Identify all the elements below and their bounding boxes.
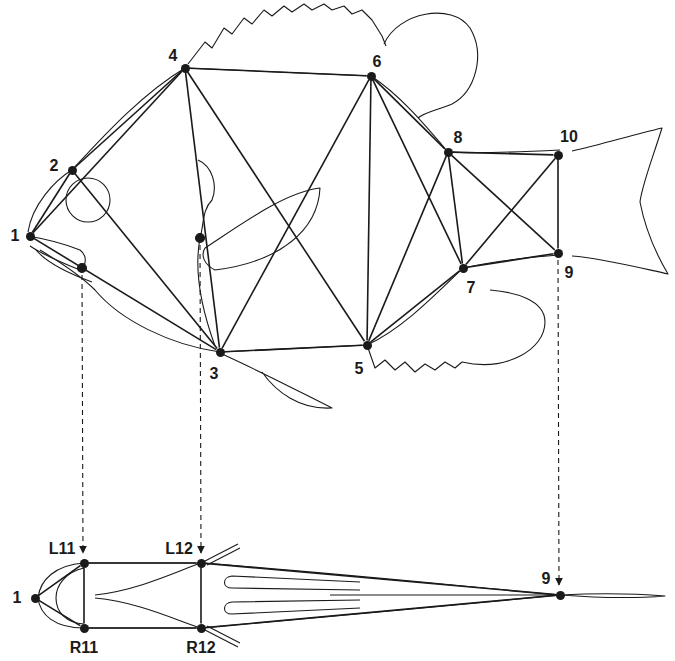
landmark-point: R12 [197, 624, 206, 633]
truss-line [449, 156, 463, 263]
body-outline [40, 250, 558, 352]
truss-line [32, 174, 69, 232]
landmark-number: 10 [559, 129, 579, 145]
truss-line [371, 271, 460, 342]
projection-arrow [558, 260, 559, 585]
landmark-number: L12 [164, 541, 194, 557]
landmark-point: 2 [68, 166, 77, 175]
body-outline [28, 68, 560, 232]
ventral-outline [84, 563, 560, 628]
landmark-point: 6 [367, 72, 376, 81]
landmark-point: 7 [459, 264, 468, 273]
landmark-number: R12 [185, 640, 216, 656]
landmark-number: 1 [10, 228, 21, 244]
truss-line [451, 155, 554, 250]
landmark-number: 9 [564, 265, 575, 281]
landmark-point: R11 [80, 624, 89, 633]
landmark-number: L11 [48, 541, 77, 557]
landmark-point: 1 [26, 232, 35, 241]
truss-line [39, 600, 80, 625]
landmark-point: 8 [444, 148, 453, 157]
landmark-number: 6 [372, 54, 383, 70]
pelvic-fin [222, 354, 332, 408]
truss-line [452, 152, 553, 155]
truss-line [189, 68, 366, 76]
gill-line [95, 598, 201, 628]
inner-outline [225, 576, 361, 590]
landmark-number: 4 [168, 48, 179, 64]
head-outline [38, 563, 84, 628]
landmark-number: 5 [354, 361, 365, 377]
truss-line [39, 566, 81, 596]
spiny-anal-fin [367, 345, 462, 372]
truss-line [467, 254, 553, 268]
soft-anal-fin [462, 290, 545, 364]
gill-line [95, 563, 201, 595]
landmark-point: 3 [216, 348, 225, 357]
landmark-number: R11 [69, 640, 99, 656]
truss-line [373, 80, 461, 264]
landmark-point: 9 [554, 249, 563, 258]
truss-line [75, 173, 217, 348]
landmark-number: 8 [453, 130, 464, 146]
landmark-point: 10 [554, 151, 563, 160]
landmark-number: 7 [466, 280, 477, 296]
truss-line [205, 595, 555, 627]
landmark-point: 1 [31, 594, 40, 603]
truss-line [367, 81, 371, 341]
head-outline [56, 568, 84, 624]
truss-line [205, 563, 555, 594]
caudal-fin [572, 128, 668, 274]
truss-line [374, 79, 445, 149]
lower-jaw [36, 250, 92, 282]
truss-line [224, 345, 362, 352]
truss-line [83, 568, 85, 624]
projection-arrow [200, 245, 201, 553]
landmark-point: L11 [80, 559, 89, 568]
landmark-number: 1 [12, 590, 23, 606]
landmark-number: 3 [209, 366, 220, 382]
spiny-dorsal-fin [188, 4, 386, 64]
pectoral-stub [205, 544, 240, 565]
landmark-point: 9 [556, 591, 565, 600]
inner-outline [225, 600, 361, 614]
truss-line [557, 160, 559, 249]
tail-outline [560, 594, 665, 597]
truss-line [187, 72, 364, 341]
landmark-point: 5 [363, 341, 372, 350]
midline [330, 594, 560, 595]
landmark-number: 2 [49, 158, 60, 174]
truss-line [34, 238, 216, 349]
truss-line [75, 71, 181, 167]
landmark-point: L12 [197, 559, 206, 568]
projection-arrow [82, 275, 83, 553]
landmark-dot [196, 234, 205, 243]
truss-line [466, 158, 555, 264]
truss-line [89, 562, 197, 564]
eye [66, 178, 110, 222]
truss-line [200, 568, 202, 624]
truss-line [33, 71, 182, 232]
truss-line [222, 80, 369, 348]
truss-line [89, 627, 197, 629]
landmark-number: 9 [541, 571, 552, 587]
landmark-point: 4 [181, 64, 190, 73]
